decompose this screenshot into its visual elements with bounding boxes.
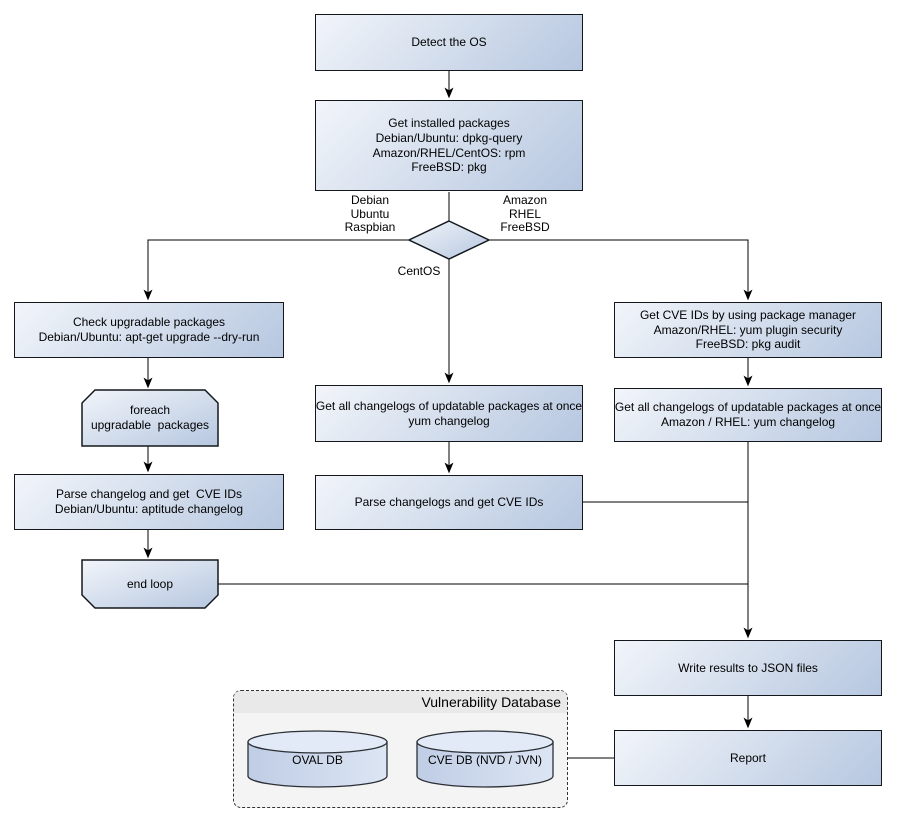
node-check-upgradable-packages-label: Check upgradable packages Debian/Ubuntu:… xyxy=(38,315,260,344)
vulnerability-database-title: Vulnerability Database xyxy=(421,694,561,710)
node-get-installed-packages: Get installed packages Debian/Ubuntu: dp… xyxy=(315,100,583,191)
node-detect-os-label: Detect the OS xyxy=(411,35,487,50)
end-loop-label: end loop xyxy=(126,576,174,591)
node-parse-changelog: Parse changelog and get CVE IDs Debian/U… xyxy=(14,474,284,530)
foreach-loop-shape xyxy=(81,389,219,447)
branch-label-debian-ubuntu-raspbian: Debian Ubuntu Raspbian xyxy=(344,193,396,234)
oval-db-cylinder-top xyxy=(247,730,388,754)
node-get-changelogs-centos-label: Get all changelogs of updatable packages… xyxy=(315,398,583,428)
foreach-loop-label-wrap: foreach upgradable packages xyxy=(82,390,218,446)
oval-db-label-wrap: OVAL DB xyxy=(248,742,387,778)
node-parse-changelogs-label: Parse changelogs and get CVE IDs xyxy=(354,495,544,510)
end-loop-shape xyxy=(81,559,219,609)
node-write-results: Write results to JSON files xyxy=(614,640,882,696)
os-decision-diamond xyxy=(407,220,491,260)
edge-decision-to-get-cve-ids xyxy=(489,239,753,301)
branch-label-amazon-rhel-freebsd: Amazon RHEL FreeBSD xyxy=(500,193,550,234)
cve-db-label: CVE DB (NVD / JVN) xyxy=(427,752,542,767)
node-detect-os: Detect the OS xyxy=(315,14,583,71)
node-get-cve-ids: Get CVE IDs by using package manager Ama… xyxy=(614,302,882,358)
node-report-label: Report xyxy=(729,750,767,765)
end-loop-label-wrap: end loop xyxy=(82,560,218,608)
node-write-results-label: Write results to JSON files xyxy=(678,660,818,675)
cve-db-cylinder-top xyxy=(416,730,554,754)
node-get-installed-packages-label: Get installed packages Debian/Ubuntu: dp… xyxy=(372,116,526,175)
node-parse-changelog-label: Parse changelog and get CVE IDs Debian/U… xyxy=(54,487,244,516)
node-get-changelogs-amazon: Get all changelogs of updatable packages… xyxy=(614,388,882,442)
node-parse-changelogs: Parse changelogs and get CVE IDs xyxy=(315,475,583,530)
foreach-loop-label: foreach upgradable packages xyxy=(90,403,210,432)
cve-db-cylinder xyxy=(416,741,554,788)
vulnerability-database-header: Vulnerability Database xyxy=(234,691,567,713)
cve-db-label-wrap: CVE DB (NVD / JVN) xyxy=(417,742,553,778)
edge-decision-to-check-upgradable xyxy=(143,239,409,301)
branch-label-centos: CentOS xyxy=(397,264,441,278)
node-check-upgradable-packages: Check upgradable packages Debian/Ubuntu:… xyxy=(14,302,284,358)
node-get-cve-ids-label: Get CVE IDs by using package manager Ama… xyxy=(639,308,857,352)
node-get-changelogs-centos: Get all changelogs of updatable packages… xyxy=(315,385,583,442)
oval-db-label: OVAL DB xyxy=(292,752,343,767)
oval-db-cylinder xyxy=(247,741,388,788)
node-get-changelogs-amazon-label: Get all changelogs of updatable packages… xyxy=(614,400,882,429)
node-report: Report xyxy=(614,730,882,786)
